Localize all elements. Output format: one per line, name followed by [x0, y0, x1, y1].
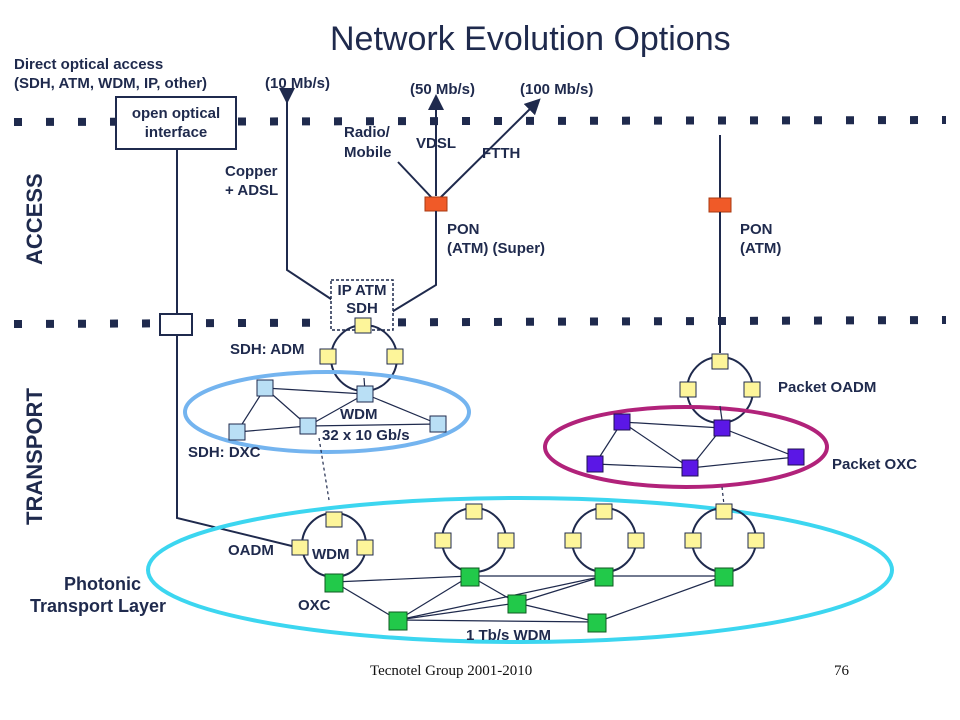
- photonic-wdm-label: WDM: [312, 546, 350, 563]
- dxc-node-2: [228, 423, 246, 441]
- packet-oadm-label: Packet OADM: [778, 379, 876, 396]
- radio-line: [397, 161, 433, 199]
- oxc-packet-node-1: [613, 413, 631, 431]
- footer-company: Tecnotel Group 2001-2010: [370, 663, 533, 679]
- transport-layer-label: Transport Layer: [30, 596, 166, 616]
- packet-oxc-oval: [543, 405, 829, 489]
- optical-interface-line2: interface: [145, 124, 208, 141]
- open-optical-interface-box: [115, 96, 237, 150]
- photonic-mesh-links: [333, 575, 725, 623]
- rate-50: (50 Mb/s): [410, 81, 475, 98]
- wdm-oval: [183, 370, 471, 454]
- photonic-layer-label: Photonic: [64, 574, 141, 594]
- adm-node-left: [319, 348, 337, 365]
- dxc-node-5: [429, 415, 447, 433]
- oxc-packet-node-2: [586, 455, 604, 473]
- adsl-label: + ADSL: [225, 182, 278, 199]
- vdsl-label: VDSL: [416, 135, 456, 152]
- ftth-label: FTTH: [482, 145, 520, 162]
- pon-super-type: (ATM) (Super): [447, 240, 545, 257]
- wdm-label: WDM: [340, 406, 378, 423]
- ip-atm-label: IP ATM: [338, 282, 387, 299]
- pon-atm-type: (ATM): [740, 240, 781, 257]
- oadm-node-left: [679, 381, 697, 398]
- adm-node-right: [386, 348, 404, 365]
- oadm-node-right: [743, 381, 761, 398]
- pon-super-line: [389, 211, 437, 314]
- dxc-node-4: [356, 385, 374, 403]
- rate-10: (10 Mb/s): [265, 75, 330, 92]
- packet-mesh-links: [594, 405, 797, 506]
- photonic-oval: [146, 496, 894, 644]
- sdh-adm-label: SDH: ADM: [230, 341, 304, 358]
- interface-node: [159, 313, 193, 336]
- access-section-label: ACCESS: [22, 173, 47, 265]
- oxc-label: OXC: [298, 597, 331, 614]
- access-transport-boundary: [13, 316, 947, 328]
- ftth-line: [439, 98, 541, 199]
- dxc-node-3: [299, 417, 317, 435]
- direct-access-types: (SDH, ATM, WDM, IP, other): [14, 75, 207, 92]
- oadm-node-top: [711, 353, 729, 370]
- oxc-packet-node-3: [681, 459, 699, 477]
- packet-oxc-label: Packet OXC: [832, 456, 917, 473]
- page-number: 76: [834, 663, 849, 679]
- direct-access-label: Direct optical access: [14, 56, 163, 73]
- rate-100: (100 Mb/s): [520, 81, 593, 98]
- adm-node-top: [354, 317, 372, 334]
- mobile-label: Mobile: [344, 144, 392, 161]
- copper-line: [279, 88, 341, 306]
- page-title: Network Evolution Options: [330, 20, 731, 58]
- transport-section-label: TRANSPORT: [22, 388, 47, 525]
- tb-wdm-label: 1 Tb/s WDM: [466, 627, 551, 644]
- oadm-label: OADM: [228, 542, 274, 559]
- pon-super-node: [424, 196, 448, 212]
- sdh-dxc-label: SDH: DXC: [188, 444, 261, 461]
- radio-label: Radio/: [344, 124, 391, 141]
- optical-interface-line1: open optical: [132, 105, 220, 122]
- photonic-oxc-nodes: [324, 567, 734, 633]
- wdm-rate-label: 32 x 10 Gb/s: [322, 427, 410, 444]
- pon-atm-label: PON: [740, 221, 773, 238]
- oxc-packet-node-4: [713, 419, 731, 437]
- pon-atm-node: [708, 197, 732, 213]
- oxc-packet-node-5: [787, 448, 805, 466]
- copper-label: Copper: [225, 163, 278, 180]
- dxc-node-1: [256, 379, 274, 397]
- sdh-label: SDH: [346, 300, 378, 317]
- pon-super-label: PON: [447, 221, 480, 238]
- photonic-oadm-nodes: [291, 503, 765, 556]
